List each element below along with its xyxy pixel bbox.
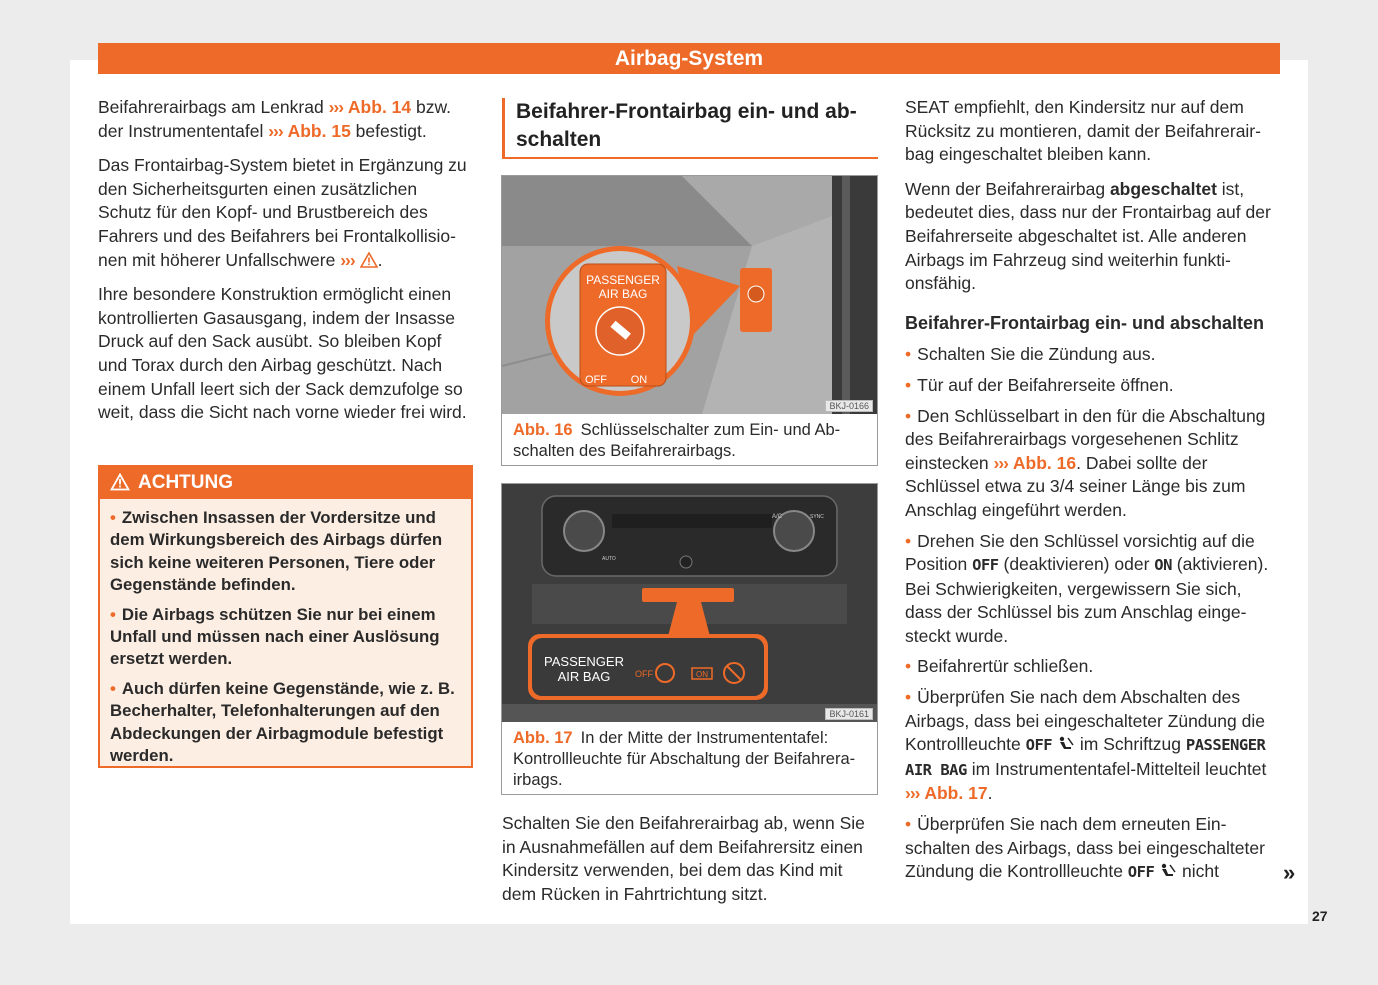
- bullet-icon: •: [110, 604, 116, 624]
- ref-abb-16[interactable]: Abb. 16: [1012, 452, 1077, 473]
- list-item: •Drehen Sie den Schlüssel vorsichtig auf…: [905, 530, 1269, 646]
- bullet-icon: •: [905, 374, 912, 395]
- panel-off-label: OFF: [635, 669, 653, 679]
- paragraph-seat: SEAT empfiehlt, den Kindersitz nur auf d…: [905, 97, 1261, 165]
- ac-label: A/C: [772, 514, 783, 520]
- bullet-icon: •: [905, 405, 912, 426]
- list-item: •Tür auf der Beifahrerseite öffnen.: [905, 374, 1174, 395]
- key-switch-illustration: PASSENGER AIR BAG OFF ON: [502, 176, 877, 414]
- column-right: SEAT empfiehlt, den Kindersitz nur auf d…: [905, 96, 1280, 892]
- warning-box: ACHTUNG •Zwischen Insassen der Vordersit…: [98, 465, 473, 768]
- sync-label: SYNC: [810, 514, 824, 520]
- paragraph-3: Ihre besondere Konstruktion ermöglicht e…: [98, 284, 467, 423]
- ref-arrow: ›››: [993, 452, 1010, 473]
- section-title: Beifahrer-Frontairbag ein- und ab­schalt…: [502, 98, 878, 158]
- paragraph-2: Das Frontairbag-System bietet in Ergänzu…: [98, 155, 467, 270]
- paragraph-abgeschaltet: Wenn der Beifahrerairbag abgeschaltet is…: [905, 178, 1271, 294]
- center-console-illustration: A/C SYNC AUTO PASSENGER AIR BAG OFF ON: [502, 484, 877, 722]
- list-item: •Überprüfen Sie nach dem Abschalten des …: [905, 687, 1267, 804]
- switch-off-label: OFF: [585, 374, 607, 386]
- continue-marker: »: [1283, 860, 1296, 885]
- bullet-icon: •: [905, 530, 912, 551]
- auto-label: AUTO: [602, 556, 616, 562]
- switch-label-airbag: AIR BAG: [599, 287, 648, 301]
- ref-arrow: ›››: [340, 249, 356, 270]
- paragraph-1: Beifahrerairbags am Lenkrad ››› Abb. 14 …: [98, 97, 452, 141]
- section-divider: [502, 157, 878, 159]
- list-item: •Schalten Sie die Zündung aus.: [905, 344, 1156, 365]
- ref-abb-15[interactable]: Abb. 15: [287, 120, 351, 141]
- panel-label-passenger: PASSENGER: [544, 654, 624, 669]
- warning-box-body: •Zwischen Insassen der Vordersitze und d…: [100, 499, 471, 767]
- warning-item: •Auch dürfen keine Gegenstände, wie z. B…: [110, 678, 455, 766]
- panel-on-label: ON: [696, 670, 708, 679]
- panel-label-airbag: AIR BAG: [558, 669, 611, 684]
- list-item: •Überprüfen Sie nach dem erneuten Ein­sc…: [905, 814, 1265, 882]
- warning-icon: [109, 472, 131, 491]
- bullet-icon: •: [110, 678, 116, 698]
- figure-code: BKJ-0161: [825, 708, 873, 720]
- bullet-icon: •: [905, 656, 912, 677]
- switch-label-passenger: PASSENGER: [586, 273, 660, 287]
- bullet-icon: •: [110, 508, 116, 527]
- switch-on-label: ON: [631, 374, 648, 386]
- ref-arrow: ›››: [268, 120, 284, 141]
- bullet-icon: •: [905, 344, 912, 365]
- warning-box-header: ACHTUNG: [100, 467, 471, 499]
- list-item: •Beifahrertür schließen.: [905, 656, 1094, 677]
- figure-16: PASSENGER AIR BAG OFF ON BKJ-0166 Abb. 1…: [501, 175, 878, 466]
- figure-17: A/C SYNC AUTO PASSENGER AIR BAG OFF ON B…: [501, 483, 878, 795]
- paragraph-col2: Schalten Sie den Beifahrerairbag ab, wen…: [502, 813, 865, 904]
- list-item: •Den Schlüsselbart in den für die Abscha…: [905, 405, 1266, 520]
- bullet-icon: •: [905, 687, 912, 708]
- column-left: Beifahrerairbags am Lenkrad ››› Abb. 14 …: [98, 96, 473, 436]
- child-seat-icon: [1059, 737, 1074, 750]
- warning-item: •Zwischen Insassen der Vordersitze und d…: [110, 508, 443, 595]
- ref-arrow: ›››: [905, 783, 921, 804]
- warning-icon[interactable]: [359, 251, 378, 268]
- bullet-icon: •: [905, 814, 912, 835]
- ref-arrow: ›››: [328, 97, 345, 117]
- figure-code: BKJ-0166: [825, 400, 873, 412]
- page-number: 27: [1312, 908, 1328, 924]
- ref-abb-17[interactable]: Abb. 17: [924, 783, 988, 804]
- figure-17-image: A/C SYNC AUTO PASSENGER AIR BAG OFF ON B…: [502, 484, 877, 722]
- subheading: Beifahrer-Frontairbag ein- und abschalte…: [905, 312, 1265, 333]
- figure-16-image: PASSENGER AIR BAG OFF ON BKJ-0166: [502, 176, 877, 414]
- child-seat-icon: [1161, 864, 1176, 877]
- page-header: Airbag-System: [98, 43, 1280, 74]
- ref-abb-14[interactable]: Abb. 14: [347, 97, 412, 117]
- warning-item: •Die Airbags schützen Sie nur bei einem …: [110, 604, 440, 669]
